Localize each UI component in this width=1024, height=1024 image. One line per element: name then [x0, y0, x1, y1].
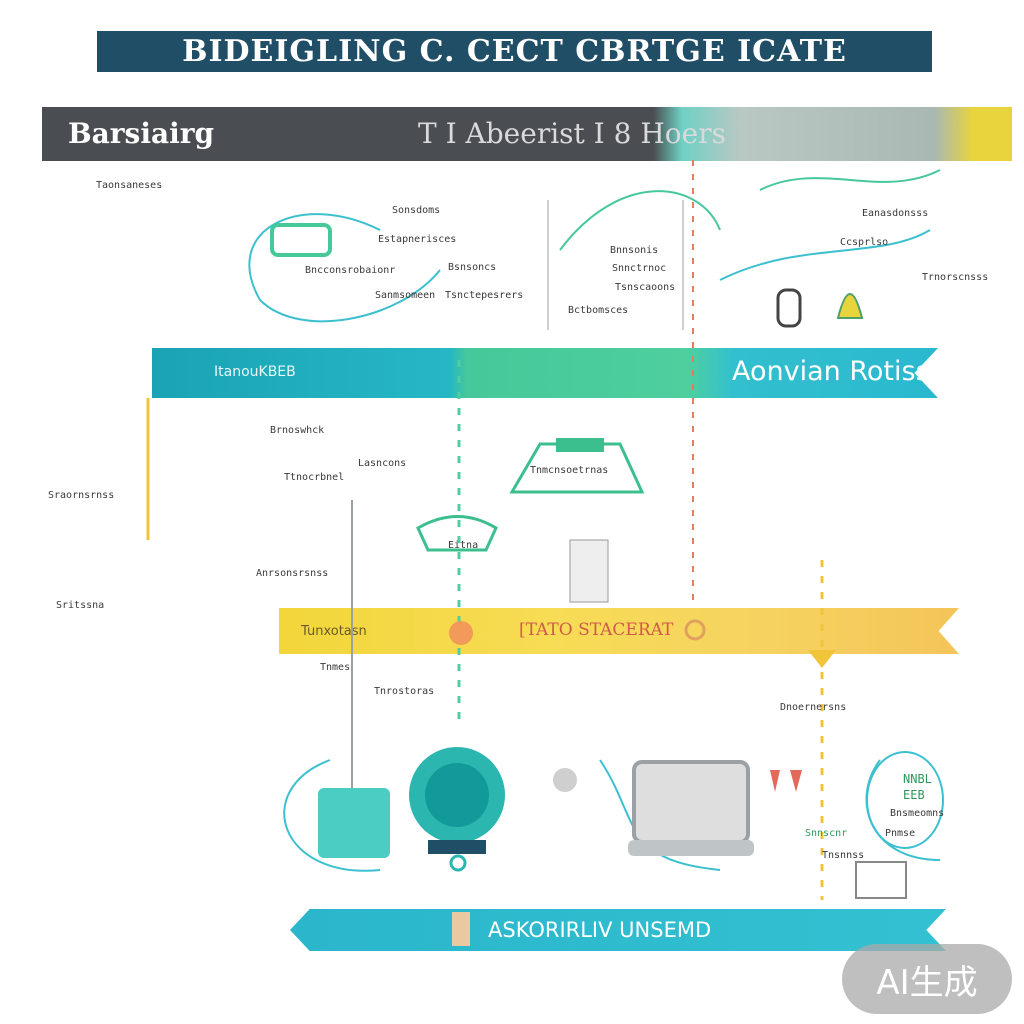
sign-icon	[556, 438, 604, 452]
scribble-label: Ttnocrbnel	[284, 472, 345, 483]
scribble-label: Sanmsomeen	[375, 290, 436, 301]
glass-icon	[790, 770, 802, 792]
band-label-center: T I Abeerist I 8 Hoers	[418, 117, 726, 150]
scribble-label: Trnorscnsss	[922, 272, 989, 283]
scribble-label: Dnoernersns	[780, 702, 847, 713]
scribble-label: Tsnctepesrers	[445, 290, 524, 301]
cart-icon	[416, 515, 498, 552]
ai-generated-badge: AI生成	[842, 944, 1012, 1014]
flow-curve	[559, 190, 721, 251]
scribble-label: Bctbomsces	[568, 305, 629, 316]
roof-icon	[509, 442, 645, 494]
scribble-label: Pnmse	[885, 828, 916, 839]
pointer-arrow	[808, 650, 836, 668]
teal-box-icon	[318, 788, 390, 858]
stage-label-right: Aonvian Rotiss	[732, 356, 930, 387]
leaf-icon	[836, 293, 864, 319]
scribble-label: Sritssna	[56, 600, 105, 611]
chef-figure	[452, 912, 470, 946]
drum-base	[428, 840, 486, 854]
scribble-label: Bnnsonis	[610, 245, 659, 256]
scribble-label: Taonsaneses	[96, 180, 163, 191]
flow-curve	[719, 229, 931, 281]
oven-icon	[632, 760, 750, 844]
scribble-label: Tnmcnsoetrnas	[530, 465, 609, 476]
scribble-label: Bncconsrobaionr	[305, 265, 396, 276]
flow-curve	[283, 759, 381, 872]
ring-icon	[449, 854, 467, 872]
scribble-label: Lasncons	[358, 458, 407, 469]
scribble-label: Ccsprlso	[840, 237, 889, 248]
stage-label-left: ItanouKBEB	[214, 364, 296, 380]
gear-icon	[684, 619, 706, 641]
scribble-label: Sraornsrnss	[48, 490, 115, 501]
device-icon	[270, 223, 332, 257]
gray-dot-icon	[553, 768, 577, 792]
footer-band-teal: ASKORIRLIV UNSEMD	[290, 909, 946, 951]
stage-label-center-yellow: [TATO STACERAT	[519, 620, 674, 640]
lock-icon	[776, 288, 802, 328]
scribble-label: Eanasdonsss	[862, 208, 929, 219]
scribble-label: Estapnerisces	[378, 234, 457, 245]
scribble-label: Anrsonsrsnss	[256, 568, 329, 579]
scribble-label: Bnsmeomns	[890, 808, 945, 819]
scribble-label: Tnsnnss	[822, 850, 865, 861]
green-circle-outline	[866, 751, 944, 849]
scribble-label: Bsnsoncs	[448, 262, 497, 273]
scribble-label: NNBL	[903, 772, 932, 786]
screen-icon	[855, 861, 907, 899]
bottle-icon	[569, 539, 609, 603]
scribble-label: Sonsdoms	[392, 205, 441, 216]
page-title: BIDEIGLING C. CECT CBRTGE ICATE	[97, 31, 932, 72]
scribble-label: Snnscnr	[805, 828, 848, 839]
stage-label-left-yellow: Tunxotasn	[301, 624, 367, 639]
scribble-label: Tsnscaoons	[615, 282, 676, 293]
scribble-label: EEB	[903, 788, 925, 802]
teal-drum-core	[425, 763, 489, 827]
oven-base	[628, 840, 754, 856]
footer-band-label: ASKORIRLIV UNSEMD	[488, 918, 712, 942]
header-band-dark: Barsiairg T I Abeerist I 8 Hoers	[42, 107, 1012, 161]
scribble-label: Eitna	[448, 540, 479, 551]
stage-band-teal: ItanouKBEB Aonvian Rotiss	[152, 348, 938, 398]
stage-band-yellow: Tunxotasn [TATO STACERAT	[279, 608, 959, 654]
scribble-label: Tnmes	[320, 662, 351, 673]
flow-curve	[759, 169, 941, 191]
glass-icon	[770, 770, 780, 792]
band-label-left: Barsiairg	[68, 117, 215, 150]
scribble-label: Tnrostoras	[374, 686, 435, 697]
orange-dot-icon	[449, 621, 473, 645]
scribble-label: Brnoswhck	[270, 425, 325, 436]
flow-curve	[248, 213, 441, 323]
scribble-label: Snnctrnoc	[612, 263, 667, 274]
